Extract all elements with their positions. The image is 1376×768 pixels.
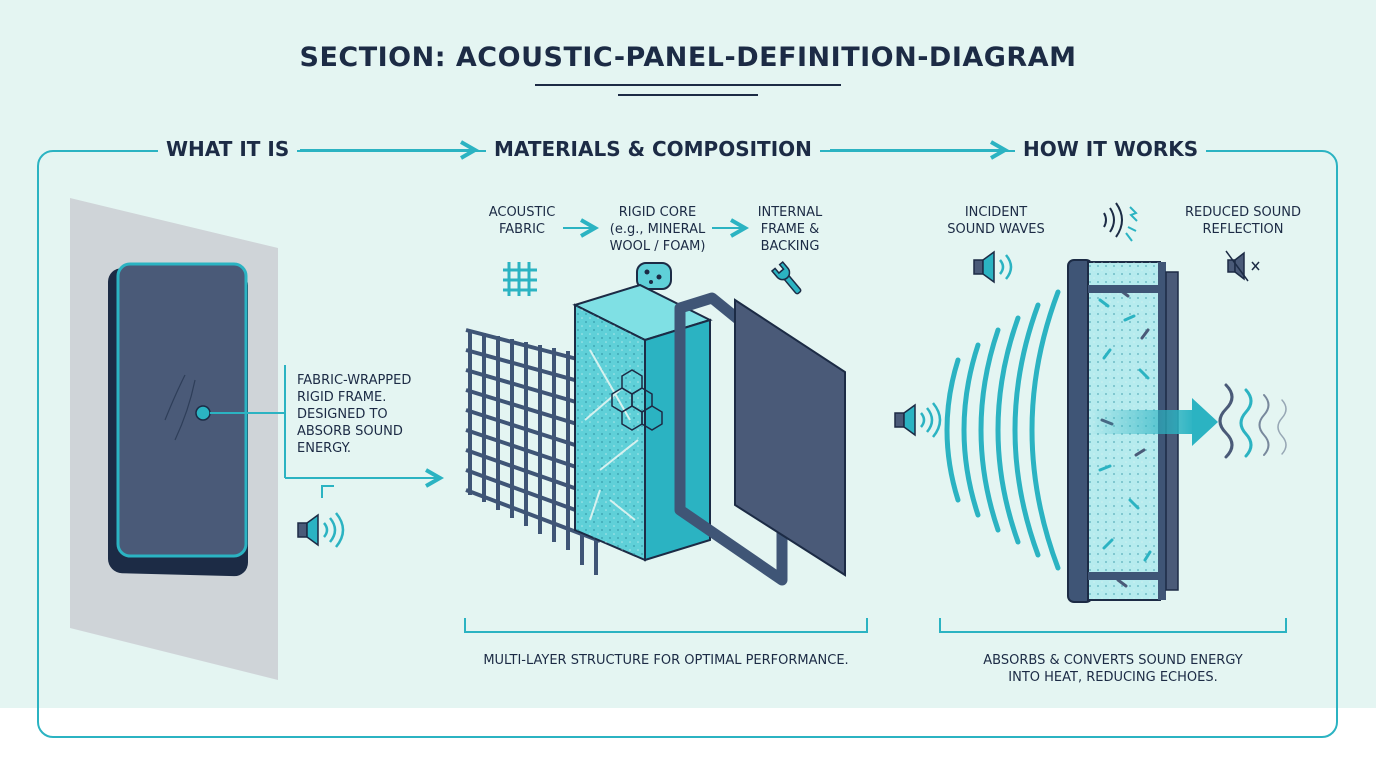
layer-label-acoustic-fabric: ACOUSTIC FABRIC bbox=[488, 205, 556, 237]
sponge-icon bbox=[636, 262, 672, 290]
backing-board-layer bbox=[734, 298, 846, 577]
callout-leader bbox=[210, 365, 440, 498]
incident-sound-waves bbox=[944, 289, 1061, 571]
page-title: SECTION: ACOUSTIC-PANEL-DEFINITION-DIAGR… bbox=[299, 42, 1077, 73]
heading-how-it-works: HOW IT WORKS bbox=[1015, 137, 1207, 161]
materials-caption: MULTI-LAYER STRUCTURE FOR OPTIMAL PERFOR… bbox=[483, 653, 849, 668]
panel-description: FABRIC-WRAPPED RIGID FRAME. DESIGNED TO … bbox=[297, 373, 412, 456]
speaker-icon bbox=[297, 512, 345, 548]
wrench-icon bbox=[770, 260, 802, 295]
reduced-reflection-label: REDUCED SOUND REFLECTION bbox=[1185, 205, 1301, 237]
core-layer bbox=[572, 283, 713, 562]
title-underline-short bbox=[618, 94, 758, 96]
how-bracket bbox=[939, 618, 1287, 633]
how-caption: ABSORBS & CONVERTS SOUND ENERGY INTO HEA… bbox=[983, 653, 1243, 685]
materials-bracket bbox=[464, 618, 868, 633]
speaker-muted-icon bbox=[1225, 250, 1260, 282]
incident-sound-label: INCIDENT SOUND WAVES bbox=[947, 205, 1045, 237]
speaker-icon bbox=[973, 250, 1013, 284]
bottom-band bbox=[0, 708, 1376, 768]
title-underline bbox=[535, 84, 841, 86]
layer-label-internal-frame: INTERNAL FRAME & BACKING bbox=[757, 205, 823, 254]
sound-burst-icon bbox=[1103, 202, 1138, 242]
heading-materials-composition: MATERIALS & COMPOSITION bbox=[486, 137, 820, 161]
arrow-icon bbox=[1090, 398, 1218, 446]
speaker-icon bbox=[894, 402, 942, 438]
fabric-weave-icon bbox=[503, 262, 537, 296]
heading-what-it-is: WHAT IT IS bbox=[158, 137, 298, 161]
reduced-sound-waves bbox=[1218, 383, 1287, 459]
layer-label-rigid-core: RIGID CORE (e.g., MINERAL WOOL / FOAM) bbox=[609, 205, 706, 254]
wall-panel-illustration bbox=[70, 198, 278, 680]
